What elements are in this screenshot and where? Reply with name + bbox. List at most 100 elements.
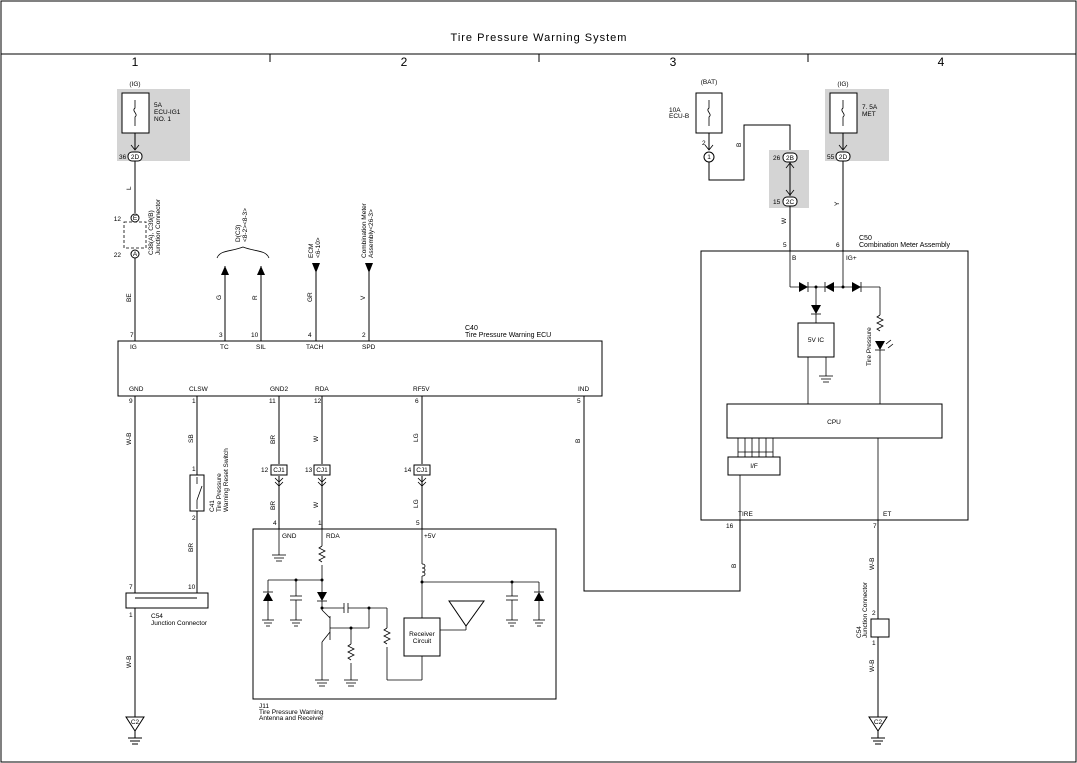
svg-text:BR: BR bbox=[188, 543, 195, 552]
svg-text:2B: 2B bbox=[786, 155, 794, 162]
svg-text:W: W bbox=[313, 435, 320, 442]
svg-text:2C: 2C bbox=[786, 199, 795, 206]
ground-point-c2-right: C2 bbox=[868, 716, 888, 745]
svg-text:D(C3): D(C3) bbox=[235, 225, 242, 242]
ground-point-c2-left: C2 bbox=[125, 716, 145, 745]
svg-text:W: W bbox=[313, 501, 320, 508]
svg-text:V: V bbox=[360, 295, 367, 300]
svg-text:26: 26 bbox=[773, 155, 781, 162]
svg-text:Receiver: Receiver bbox=[409, 631, 435, 638]
svg-text:IG: IG bbox=[130, 344, 137, 351]
svg-text:Tire Pressure: Tire Pressure bbox=[216, 473, 223, 512]
svg-text:C2: C2 bbox=[131, 719, 140, 726]
svg-text:9: 9 bbox=[129, 398, 133, 405]
fuse-ecu-b: (BAT) 10A ECU-B 2 1 bbox=[669, 79, 723, 163]
svg-text:2: 2 bbox=[702, 140, 706, 147]
svg-text:7: 7 bbox=[873, 523, 877, 530]
svg-text:BE: BE bbox=[126, 293, 133, 302]
svg-text:BR: BR bbox=[270, 435, 277, 444]
svg-text:R: R bbox=[252, 295, 259, 300]
ind-wire bbox=[583, 396, 741, 592]
svg-text:IND: IND bbox=[578, 386, 590, 393]
svg-text:IG+: IG+ bbox=[846, 255, 857, 262]
combination-meter-c50: C50 Combination Meter Assembly 5 6 B IG+… bbox=[700, 235, 969, 530]
svg-text:55: 55 bbox=[827, 154, 835, 161]
svg-text:W-B: W-B bbox=[126, 655, 133, 668]
svg-text:22: 22 bbox=[114, 252, 122, 259]
svg-text:2: 2 bbox=[872, 610, 876, 617]
svg-text:C50: C50 bbox=[859, 235, 872, 242]
tire-pressure-warning-ecu: C40 Tire Pressure Warning ECU 7 IG 3 TC … bbox=[117, 325, 603, 405]
svg-text:BR: BR bbox=[270, 501, 277, 510]
diagram-title: Tire Pressure Warning System bbox=[451, 32, 628, 44]
svg-text:5: 5 bbox=[416, 520, 420, 527]
svg-text:CJ1: CJ1 bbox=[273, 467, 285, 474]
svg-text:B: B bbox=[736, 143, 743, 147]
zone-markers: 1 2 3 4 bbox=[132, 54, 945, 69]
svg-text:TIRE: TIRE bbox=[738, 511, 753, 518]
svg-text:1: 1 bbox=[707, 154, 711, 161]
svg-text:GND: GND bbox=[282, 533, 297, 540]
svg-text:Junction Connector: Junction Connector bbox=[151, 620, 208, 627]
svg-text:SIL: SIL bbox=[256, 344, 266, 351]
svg-text:10: 10 bbox=[251, 332, 259, 339]
svg-text:15: 15 bbox=[773, 199, 781, 206]
svg-text:C41: C41 bbox=[209, 500, 216, 512]
svg-text:GND2: GND2 bbox=[270, 386, 288, 393]
svg-text:+5V: +5V bbox=[424, 533, 436, 540]
svg-text:12: 12 bbox=[261, 467, 269, 474]
svg-text:C54: C54 bbox=[151, 613, 163, 620]
svg-text:4: 4 bbox=[308, 332, 312, 339]
zone-label-3: 3 bbox=[670, 55, 677, 69]
svg-text:3: 3 bbox=[219, 332, 223, 339]
svg-text:W: W bbox=[781, 217, 788, 224]
svg-text:CJ1: CJ1 bbox=[416, 467, 428, 474]
svg-text:Tire Pressure Warning ECU: Tire Pressure Warning ECU bbox=[465, 332, 551, 339]
svg-text:<6-10>: <6-10> bbox=[315, 237, 322, 258]
svg-text:36: 36 bbox=[119, 154, 127, 161]
svg-text:7: 7 bbox=[129, 584, 133, 591]
dlc3-reference: D(C3) <8-2><8-3> bbox=[216, 208, 270, 259]
svg-text:C54: C54 bbox=[856, 626, 863, 638]
svg-text:C40: C40 bbox=[465, 325, 478, 332]
svg-text:CLSW: CLSW bbox=[189, 386, 209, 393]
svg-text:Tire Pressure: Tire Pressure bbox=[866, 327, 873, 366]
svg-text:TACH: TACH bbox=[306, 344, 324, 351]
svg-text:CJ1: CJ1 bbox=[316, 467, 328, 474]
svg-text:Circuit: Circuit bbox=[413, 638, 432, 645]
svg-text:GR: GR bbox=[307, 292, 314, 302]
svg-text:L: L bbox=[126, 186, 133, 190]
svg-text:10: 10 bbox=[188, 584, 196, 591]
combination-meter-reference: Combination Meter Assembly<26-3> bbox=[361, 202, 375, 273]
fuse-ecu-ig1: (IG) 5A ECU-IG1 NO. 1 2D 36 bbox=[117, 81, 190, 162]
junction-connector-c38: E A 12 22 C38(A), C39(B) Junction Connec… bbox=[114, 198, 162, 259]
svg-text:ECU-IG1: ECU-IG1 bbox=[154, 109, 181, 116]
svg-text:1: 1 bbox=[872, 640, 876, 647]
svg-text:Assembly<26-3>: Assembly<26-3> bbox=[368, 209, 375, 258]
svg-text:11: 11 bbox=[269, 398, 276, 405]
junction-connector-c54-left: 7 10 1 C54 Junction Connector bbox=[125, 584, 209, 627]
svg-text:1: 1 bbox=[192, 466, 196, 473]
svg-text:E: E bbox=[133, 215, 138, 222]
svg-text:1: 1 bbox=[192, 398, 196, 405]
svg-text:GND: GND bbox=[129, 386, 144, 393]
svg-text:C38(A), C39(B): C38(A), C39(B) bbox=[148, 210, 155, 255]
svg-text:Warning Reset Switch: Warning Reset Switch bbox=[223, 448, 230, 512]
svg-text:12: 12 bbox=[314, 398, 322, 405]
svg-text:2D: 2D bbox=[839, 154, 848, 161]
svg-text:10A: 10A bbox=[669, 107, 681, 114]
connector-cj1: CJ1 12 CJ1 13 CJ1 14 bbox=[261, 464, 431, 487]
svg-text:2D: 2D bbox=[131, 154, 140, 161]
svg-text:16: 16 bbox=[726, 523, 734, 530]
svg-text:<8-2><8-3>: <8-2><8-3> bbox=[242, 208, 249, 242]
svg-text:4: 4 bbox=[273, 520, 277, 527]
svg-text:(IG): (IG) bbox=[837, 81, 848, 88]
svg-text:RF5V: RF5V bbox=[413, 386, 430, 393]
svg-text:ET: ET bbox=[883, 511, 891, 518]
svg-text:LG: LG bbox=[413, 433, 420, 442]
svg-text:2: 2 bbox=[362, 332, 366, 339]
zone-label-4: 4 bbox=[938, 55, 945, 69]
svg-text:B: B bbox=[731, 564, 738, 568]
junction-connector-c54-right: 2 1 C54 Junction Connector bbox=[856, 581, 890, 647]
